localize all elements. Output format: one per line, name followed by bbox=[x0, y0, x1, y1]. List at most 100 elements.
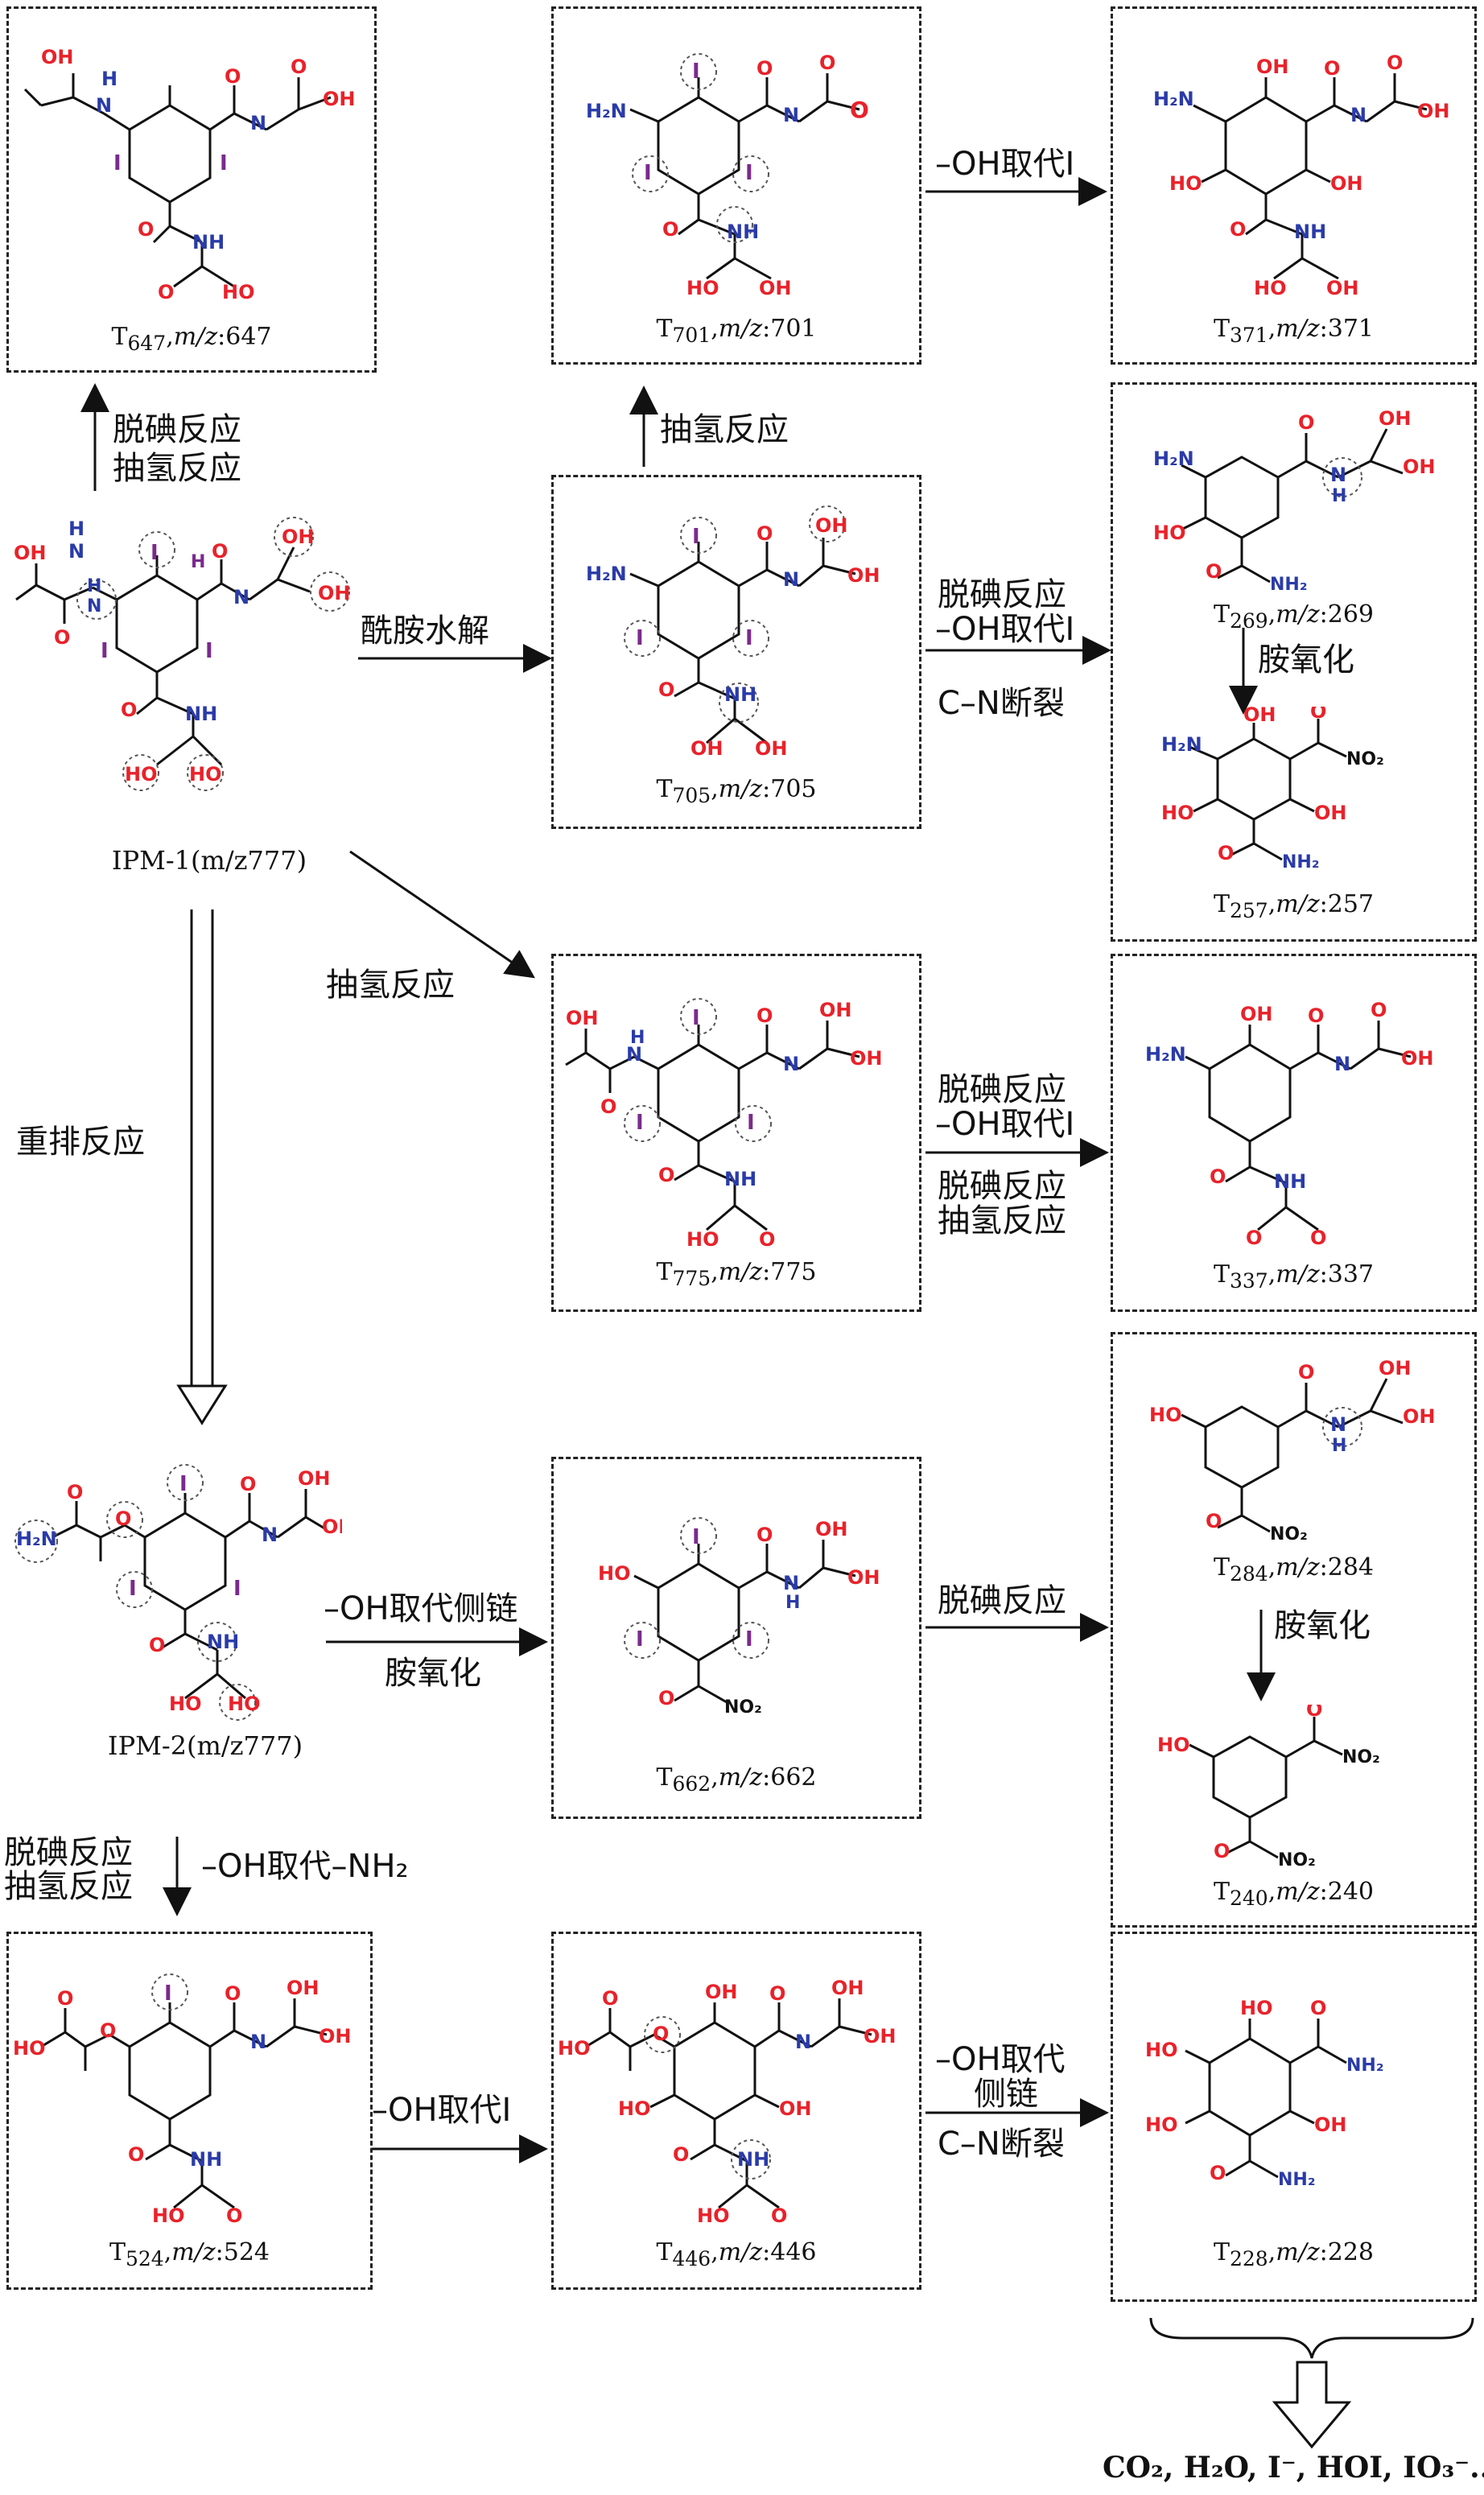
svg-text:O: O bbox=[756, 522, 773, 545]
svg-text:OH: OH bbox=[864, 2025, 897, 2048]
label-r13a: 脱碘反应 bbox=[4, 1834, 133, 1871]
svg-text:OH: OH bbox=[1256, 56, 1289, 78]
svg-text:OH: OH bbox=[318, 582, 350, 604]
svg-text:N: N bbox=[96, 94, 112, 117]
svg-text:HO: HO bbox=[228, 1693, 261, 1715]
svg-text:O: O bbox=[1214, 1840, 1230, 1862]
svg-text:HO: HO bbox=[558, 2037, 591, 2060]
svg-text:O: O bbox=[769, 1982, 785, 2005]
svg-text:I: I bbox=[692, 60, 700, 84]
svg-text:I: I bbox=[745, 1627, 753, 1652]
svg-text:NO₂: NO₂ bbox=[1342, 1747, 1380, 1767]
svg-text:O: O bbox=[158, 281, 174, 303]
svg-text:O: O bbox=[1246, 1227, 1262, 1249]
svg-text:O: O bbox=[1230, 218, 1246, 241]
label-t228: T228,m/z:228 bbox=[1213, 2238, 1375, 2270]
label-t337: T337,m/z:337 bbox=[1213, 1260, 1375, 1293]
label-r5a: 脱碘反应 bbox=[938, 576, 1066, 613]
final-products: CO₂, H₂O, I⁻, HOI, IO₃⁻...... bbox=[1103, 2451, 1484, 2485]
svg-text:HO: HO bbox=[189, 763, 222, 786]
label-r11: 脱碘反应 bbox=[938, 1582, 1066, 1619]
structure-t446: O HO O OH O N OH OH HO OH O NH HO O bbox=[558, 1977, 897, 2227]
svg-text:N: N bbox=[68, 540, 85, 563]
svg-text:O: O bbox=[121, 699, 137, 721]
svg-text:NH: NH bbox=[724, 683, 756, 706]
label-r15b: 侧链 bbox=[974, 2076, 1038, 2113]
svg-text:H: H bbox=[1332, 1436, 1346, 1456]
svg-text:H: H bbox=[785, 1593, 800, 1613]
svg-text:I: I bbox=[233, 1577, 241, 1601]
svg-text:OH: OH bbox=[1330, 172, 1363, 195]
structure-t647: OH H N N OH O O I I O NH O HO bbox=[23, 46, 356, 303]
svg-text:O: O bbox=[54, 626, 70, 649]
svg-text:OH: OH bbox=[850, 1047, 883, 1070]
svg-text:OH: OH bbox=[1326, 277, 1359, 299]
label-r1a: 脱碘反应 bbox=[113, 411, 241, 448]
svg-text:O: O bbox=[1298, 411, 1314, 434]
node-t775: OH H N O I I I O N OH OH O NH HO O T775,… bbox=[551, 954, 921, 1312]
svg-text:OH: OH bbox=[1240, 1003, 1273, 1025]
svg-text:NH: NH bbox=[727, 221, 759, 243]
label-r10b: 胺氧化 bbox=[385, 1655, 481, 1692]
label-r6: 胺氧化 bbox=[1258, 641, 1354, 678]
svg-text:O: O bbox=[756, 57, 773, 80]
svg-text:N: N bbox=[626, 1043, 642, 1066]
svg-text:O: O bbox=[149, 1634, 165, 1656]
structure-t775: OH H N O I I I O N OH OH O NH HO O bbox=[565, 998, 883, 1251]
svg-text:O: O bbox=[658, 1687, 674, 1709]
structure-t662: HO I I I O N H OH OH O NO₂ bbox=[598, 1517, 880, 1718]
svg-text:I: I bbox=[129, 1577, 137, 1601]
label-t284: T284,m/z:284 bbox=[1213, 1553, 1375, 1586]
structure-ipm2: O H₂N O I I I O N OH OH O NH HO HO bbox=[14, 1464, 342, 1721]
svg-text:OH: OH bbox=[690, 737, 723, 760]
svg-text:N: N bbox=[795, 2031, 811, 2053]
svg-text:O: O bbox=[673, 2143, 689, 2166]
node-t662: HO I I I O N H OH OH O NO₂ T662,m/z:662 bbox=[551, 1457, 921, 1819]
structure-t240: HO O NO₂ O NO₂ bbox=[1157, 1705, 1380, 1870]
svg-text:H₂N: H₂N bbox=[1153, 447, 1194, 470]
svg-text:OH: OH bbox=[815, 514, 848, 537]
svg-text:NH: NH bbox=[724, 1168, 756, 1190]
label-r7: 抽氢反应 bbox=[326, 967, 455, 1004]
svg-text:NH: NH bbox=[1274, 1170, 1306, 1193]
svg-text:OH: OH bbox=[1403, 456, 1436, 478]
svg-text:HO: HO bbox=[1149, 1404, 1182, 1426]
label-t775: T775,m/z:775 bbox=[656, 1258, 817, 1290]
svg-text:H₂N: H₂N bbox=[586, 100, 627, 122]
svg-text:H: H bbox=[101, 68, 117, 90]
label-t647: T647,m/z:647 bbox=[111, 323, 272, 355]
structure-t705: H₂N I I I O N OH OH O NH OH OH bbox=[586, 505, 880, 760]
svg-text:O: O bbox=[115, 1507, 131, 1530]
node-t701: H₂N I I I O N O O O NH HO OH T701,m/z:70… bbox=[551, 6, 921, 365]
svg-text:O: O bbox=[819, 52, 835, 74]
label-t524: T524,m/z:524 bbox=[109, 2238, 270, 2270]
svg-text:O: O bbox=[67, 1481, 83, 1503]
svg-text:O: O bbox=[1218, 842, 1234, 864]
node-t446: O HO O OH O N OH OH HO OH O NH HO O T446… bbox=[551, 1932, 921, 2290]
label-r8a: 脱碘反应 bbox=[938, 1071, 1066, 1108]
svg-text:HO: HO bbox=[125, 763, 158, 786]
svg-text:N: N bbox=[783, 1053, 799, 1075]
label-ipm1: IPM-1(m/z777) bbox=[111, 845, 307, 876]
label-r10a: –OH取代侧链 bbox=[324, 1590, 518, 1627]
svg-text:OH: OH bbox=[282, 526, 315, 548]
svg-text:OH: OH bbox=[1417, 100, 1450, 122]
svg-text:H: H bbox=[68, 518, 85, 540]
svg-text:NH: NH bbox=[207, 1631, 239, 1653]
label-r9: 重排反应 bbox=[16, 1124, 145, 1161]
svg-text:OH: OH bbox=[847, 1566, 880, 1589]
svg-text:N: N bbox=[1330, 464, 1346, 486]
structure-t269: H₂N HO O N H OH OH O NH₂ bbox=[1153, 407, 1436, 595]
svg-text:HO: HO bbox=[1240, 1997, 1273, 2019]
label-r5b: –OH取代I bbox=[935, 611, 1075, 648]
svg-text:O: O bbox=[1210, 1165, 1226, 1188]
svg-text:N: N bbox=[783, 1572, 799, 1594]
svg-text:NH₂: NH₂ bbox=[1278, 2170, 1315, 2190]
svg-text:N: N bbox=[783, 104, 799, 126]
svg-text:NH₂: NH₂ bbox=[1346, 2056, 1383, 2076]
svg-text:O: O bbox=[1206, 560, 1222, 583]
svg-text:O: O bbox=[759, 1228, 775, 1251]
svg-text:OH: OH bbox=[14, 542, 47, 564]
svg-text:O: O bbox=[128, 2143, 144, 2166]
structure-t228: HO HO O NH₂ HO OH O NH₂ bbox=[1145, 1997, 1383, 2190]
